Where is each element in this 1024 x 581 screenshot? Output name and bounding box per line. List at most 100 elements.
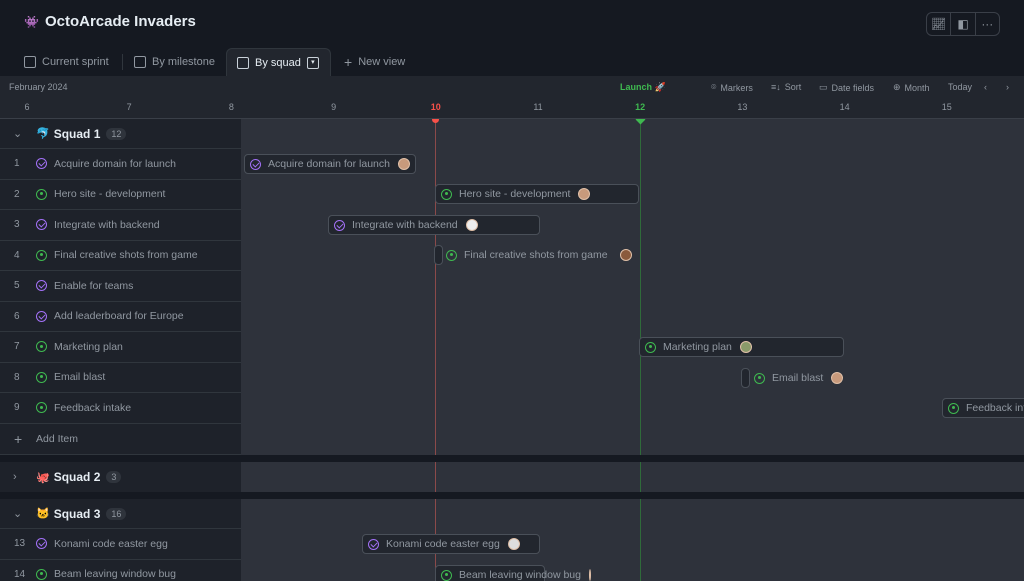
- chevron-right-icon[interactable]: ›: [13, 471, 17, 483]
- roadmap-bar[interactable]: Acquire domain for launch: [244, 154, 416, 174]
- open-issue-icon: [441, 569, 452, 581]
- zoom-month-button[interactable]: ⊕Month: [893, 82, 930, 93]
- item-number: 2: [14, 188, 20, 200]
- open-issue-icon: [754, 372, 765, 384]
- day-tick: 14: [839, 102, 850, 112]
- side-panel-icon[interactable]: ◧: [951, 13, 976, 35]
- roadmap-bar[interactable]: [741, 368, 750, 388]
- markers-button[interactable]: ⌾Markers: [711, 82, 753, 93]
- project-title: 👾OctoArcade Invaders: [24, 13, 196, 30]
- group-separator: [0, 455, 1024, 462]
- prev-icon[interactable]: ‹: [984, 82, 987, 92]
- day-tick: 6: [24, 102, 30, 112]
- avatar: [589, 569, 591, 581]
- tab-by-squad[interactable]: By squad ▾: [226, 48, 331, 76]
- list-item[interactable]: 2 Hero site - development: [0, 180, 241, 210]
- open-issue-icon: [36, 371, 47, 383]
- add-item-button[interactable]: +Add Item: [0, 424, 241, 455]
- toolbar-buttons: 📈︎ ◧ ···: [926, 12, 1000, 36]
- bar-title: Email blast: [772, 372, 824, 384]
- today-button[interactable]: Today: [948, 82, 972, 92]
- roadmap-bar[interactable]: Konami code easter egg: [362, 534, 540, 554]
- bar-title: Integrate with backend: [352, 219, 458, 231]
- bar-title: Acquire domain for launch: [268, 158, 390, 170]
- octopus-icon: 🐙: [36, 471, 50, 484]
- sort-label: Sort: [784, 82, 802, 92]
- list-item[interactable]: 5 Enable for teams: [0, 271, 241, 302]
- insights-icon[interactable]: 📈︎: [927, 13, 952, 35]
- item-title[interactable]: Beam leaving window bug: [54, 568, 176, 581]
- roadmap-bar[interactable]: Feedback intake: [942, 398, 1024, 418]
- item-title[interactable]: Enable for teams: [54, 279, 134, 292]
- avatar: [465, 219, 478, 231]
- table-icon: [134, 56, 146, 68]
- day-tick: 7: [126, 102, 132, 112]
- closed-issue-icon: [368, 538, 379, 550]
- item-number: 14: [14, 568, 26, 580]
- chevron-down-icon[interactable]: ⌄: [13, 508, 23, 520]
- open-issue-icon: [36, 249, 47, 261]
- dropdown-icon[interactable]: ▾: [306, 56, 319, 69]
- open-issue-icon: [446, 249, 457, 261]
- item-title[interactable]: Hero site - development: [54, 188, 166, 201]
- roadmap-bar[interactable]: Integrate with backend: [328, 215, 540, 235]
- item-title[interactable]: Konami code easter egg: [54, 537, 168, 550]
- roadmap-bar[interactable]: [434, 245, 443, 265]
- group-separator: [0, 492, 1024, 499]
- item-number: 5: [14, 280, 20, 292]
- group-name: Squad 2: [53, 470, 101, 484]
- date-fields-label: Date fields: [831, 82, 875, 93]
- avatar: [398, 158, 410, 170]
- item-title[interactable]: Email blast: [54, 371, 106, 384]
- date-fields-button[interactable]: ▭Date fields: [819, 82, 874, 93]
- timeline-header: [0, 76, 1024, 119]
- avatar: [578, 188, 591, 200]
- day-tick: 8: [228, 102, 234, 112]
- closed-issue-icon: [36, 219, 47, 231]
- item-title[interactable]: Acquire domain for launch: [54, 157, 176, 170]
- roadmap-bar[interactable]: Marketing plan: [639, 337, 844, 357]
- plus-icon: +: [344, 54, 353, 70]
- chevron-down-icon[interactable]: ⌄: [13, 128, 23, 140]
- item-title[interactable]: Feedback intake: [54, 401, 132, 414]
- new-view-button[interactable]: +New view: [334, 48, 415, 76]
- tab-current-sprint[interactable]: Current sprint: [14, 48, 119, 76]
- item-title[interactable]: Integrate with backend: [54, 218, 160, 231]
- bar-title: Marketing plan: [663, 341, 732, 353]
- item-title[interactable]: Final creative shots from game: [54, 249, 198, 262]
- zoom-label: Month: [904, 82, 930, 93]
- item-title[interactable]: Add leaderboard for Europe: [54, 310, 184, 323]
- closed-issue-icon: [250, 158, 261, 170]
- today-line: [435, 119, 436, 581]
- avatar: [739, 341, 752, 353]
- list-item[interactable]: 14 Beam leaving window bug: [0, 560, 241, 581]
- tab-label: By squad: [255, 56, 301, 69]
- more-options-button[interactable]: ···: [981, 17, 994, 31]
- markers-label: Markers: [720, 82, 753, 93]
- next-icon[interactable]: ›: [1006, 82, 1009, 92]
- pin-icon: ⌾: [711, 82, 717, 92]
- roadmap-bar[interactable]: Beam leaving window bug: [435, 565, 591, 581]
- count-badge: 16: [106, 507, 127, 520]
- item-title[interactable]: Marketing plan: [54, 340, 123, 353]
- sort-button[interactable]: ≡↓Sort: [771, 82, 801, 92]
- open-issue-icon: [441, 188, 452, 200]
- list-item[interactable]: 3 Integrate with backend: [0, 210, 241, 241]
- item-number: 3: [14, 219, 20, 231]
- calendar-icon: ▭: [819, 82, 828, 92]
- tab-by-milestone[interactable]: By milestone: [124, 48, 225, 76]
- launch-marker-label[interactable]: Launch 🚀: [620, 82, 666, 92]
- roadmap-bar[interactable]: Hero site - development: [435, 184, 639, 204]
- sort-icon: ≡↓: [771, 82, 781, 92]
